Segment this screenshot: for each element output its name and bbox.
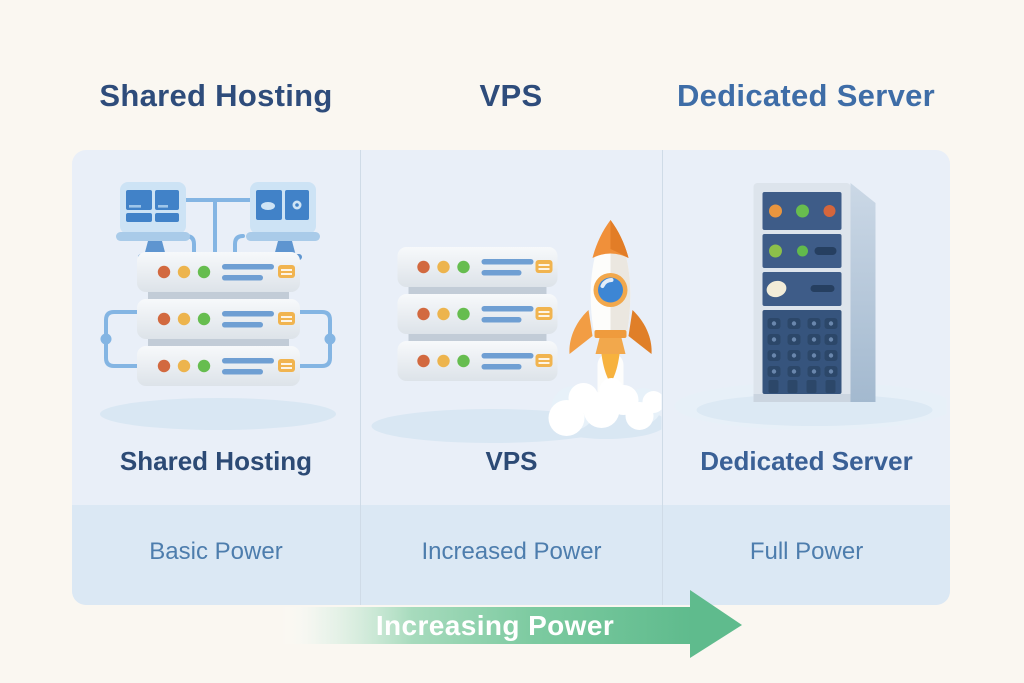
monitor-icon <box>246 182 320 260</box>
comparison-panel: Shared Hosting <box>72 150 950 605</box>
label-shared-hosting: Shared Hosting <box>119 446 313 476</box>
monitor-icon <box>116 182 190 260</box>
tower-server-icon <box>753 183 876 402</box>
increasing-power-label: Increasing Power <box>375 609 615 641</box>
smoke-clouds-icon <box>548 378 662 436</box>
increasing-power-arrow: Increasing Power <box>250 585 750 665</box>
server-stack-icon <box>397 247 558 381</box>
power-increased: Increased Power <box>360 505 662 605</box>
rocket-icon <box>569 220 652 384</box>
header-row: Shared Hosting VPS Dedicated Server <box>72 78 950 114</box>
heading-vps: VPS <box>479 78 543 113</box>
shared-hosting-server-stack-icon <box>72 178 360 450</box>
power-full: Full Power <box>662 505 950 605</box>
power-basic: Basic Power <box>149 538 283 565</box>
green-arrow-icon <box>280 590 742 658</box>
column-vps: VPS <box>360 150 662 605</box>
column-shared-hosting: Shared Hosting <box>72 150 360 605</box>
heading-shared-hosting: Shared Hosting <box>99 78 333 113</box>
label-vps: VPS <box>485 446 538 476</box>
label-dedicated-server: Dedicated Server <box>700 446 913 476</box>
power-band: Basic Power Increased Power Full Power <box>72 505 950 605</box>
heading-dedicated-server: Dedicated Server <box>676 78 936 113</box>
column-dedicated-server: Dedicated Server <box>662 150 950 605</box>
dedicated-tower-server-icon <box>663 178 950 450</box>
server-stack-icon <box>137 252 300 386</box>
vps-server-rocket-icon <box>361 178 662 450</box>
